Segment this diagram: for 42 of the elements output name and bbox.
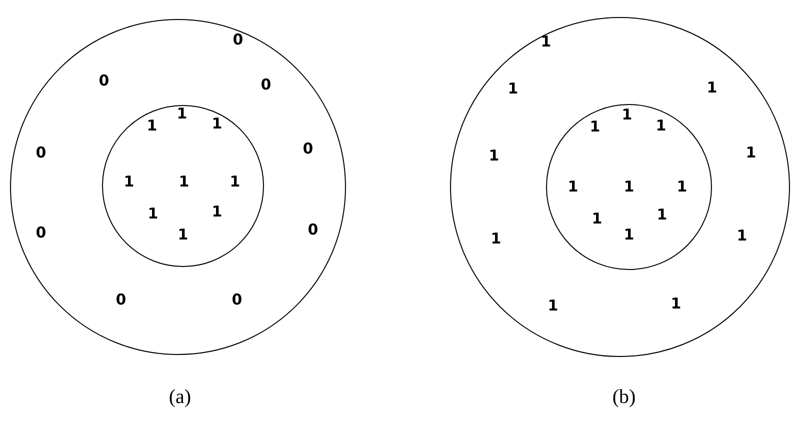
- digit: 1: [212, 204, 222, 220]
- digit: 1: [624, 228, 634, 242]
- digit: 0: [260, 78, 272, 92]
- digit: 1: [622, 108, 632, 122]
- digit: 1: [548, 298, 558, 314]
- circle: [450, 17, 790, 357]
- digit: 1: [568, 180, 578, 194]
- panel-caption: (a): [168, 387, 192, 407]
- digit: 1: [230, 174, 240, 190]
- digit: 1: [178, 174, 190, 190]
- digit: 1: [590, 120, 600, 134]
- digit: 1: [146, 118, 158, 134]
- digit: 0: [302, 142, 314, 156]
- digit: 1: [746, 146, 756, 160]
- digit: 1: [670, 296, 682, 312]
- digit: 1: [706, 80, 718, 96]
- digit: 1: [540, 34, 552, 50]
- circle: [546, 104, 712, 270]
- digit: 0: [36, 146, 46, 160]
- digit: 1: [656, 118, 666, 134]
- digit: 0: [98, 74, 110, 88]
- digit: 1: [508, 82, 518, 96]
- panel-caption: (b): [612, 387, 636, 407]
- digit: 1: [212, 116, 222, 132]
- digit: 0: [232, 32, 244, 48]
- digit: 1: [490, 232, 502, 246]
- digit: 1: [676, 180, 688, 194]
- circle: [102, 105, 264, 267]
- digit: 1: [624, 180, 634, 194]
- digit: 0: [308, 222, 318, 238]
- digit: 0: [116, 292, 126, 308]
- digit: 1: [148, 206, 158, 222]
- digit: 0: [232, 292, 242, 308]
- digit: 1: [592, 212, 602, 226]
- digit: 1: [656, 208, 668, 222]
- digit: 1: [488, 148, 500, 164]
- digit: 0: [36, 226, 46, 240]
- digit: 1: [176, 106, 188, 122]
- circle: [10, 19, 346, 355]
- digit: 1: [736, 228, 748, 244]
- digit: 1: [178, 228, 188, 242]
- digit: 1: [124, 174, 134, 190]
